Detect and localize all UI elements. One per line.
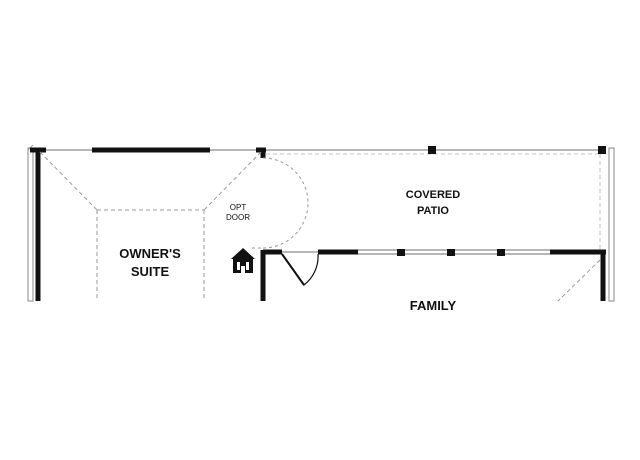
owners-suite-walls [30,147,266,301]
owners-suite-label-line2: SUITE [131,264,170,279]
family-north-wall [263,249,606,301]
covered-patio-outline [266,146,606,250]
covered-patio-label-line1: COVERED [406,189,460,201]
owners-suite-label-line1: OWNER'S [119,246,181,261]
left-siding-hatch [27,144,34,302]
right-siding-hatch [608,147,615,302]
opt-door-label-line2: DOOR [226,213,250,222]
opt-door-swing [252,157,309,249]
patio-door [281,253,319,286]
tray-ceiling [39,151,262,301]
opt-door-label-line1: OPT [230,203,247,212]
family-label: FAMILY [410,298,457,313]
covered-patio-label-line2: PATIO [417,205,449,217]
family-diagonal [557,259,601,302]
house-icon[interactable] [231,248,255,273]
